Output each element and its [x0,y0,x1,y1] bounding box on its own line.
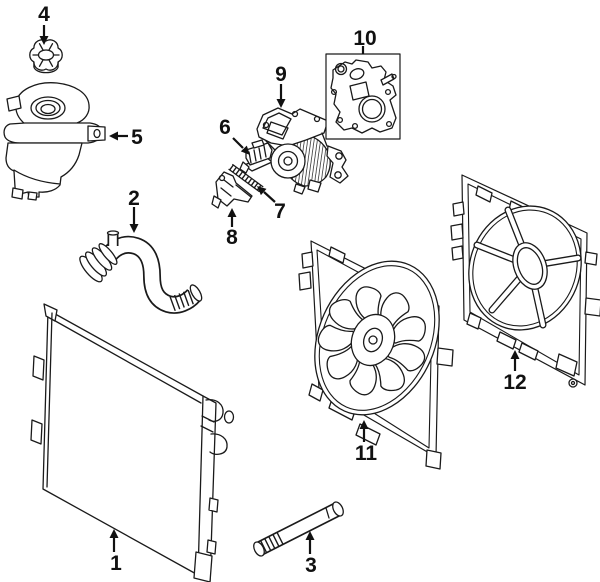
radiator-drawing [30,303,235,582]
callout-4-arrowhead [39,36,49,45]
callout-5-label: 5 [131,126,143,149]
water-pump-drawing [256,107,349,195]
gasket-kit-drawing [325,53,401,140]
callout-7: 7 [257,186,286,223]
callout-3: 3 [305,531,317,577]
callout-1: 1 [109,529,122,575]
callout-8-label: 8 [226,226,238,249]
expansion-tank-cap-drawing [29,39,63,74]
bracket-drawing [211,171,253,209]
callout-9-arrowhead [276,99,286,108]
expansion-tank-drawing [3,82,106,201]
callout-11-arrowhead [359,420,369,429]
callout-4-label: 4 [38,3,50,26]
fan-shroud-drawing [450,174,600,388]
callout-2-label: 2 [128,187,140,210]
mounting-bolt-drawing [228,163,264,193]
callout-8-arrowhead [227,208,237,217]
callout-10-label: 10 [353,27,376,50]
cooling-fan-assembly-drawing [298,240,454,470]
callout-7-label: 7 [274,200,286,223]
callout-11-label: 11 [355,442,378,465]
callout-9-label: 9 [275,63,287,86]
callout-8: 8 [226,208,238,249]
callout-2: 2 [128,187,140,233]
callout-3-arrowhead [305,531,315,540]
callout-9: 9 [275,63,287,108]
thermostat-drawing [239,139,273,174]
callout-3-label: 3 [305,554,317,577]
callout-5-arrowhead [109,131,118,141]
callout-4: 4 [38,3,50,45]
callout-2-arrowhead [129,224,139,233]
callout-10: 10 [353,27,377,54]
callout-7-leader [263,191,276,203]
callout-1-label: 1 [110,552,122,575]
callout-6-label: 6 [219,116,231,139]
callout-6-leader [232,137,244,149]
callout-6-arrowhead [240,145,250,155]
callout-12-label: 12 [503,371,526,394]
callout-12-arrowhead [510,350,520,359]
upper-radiator-hose-drawing [79,230,203,314]
callout-11: 11 [355,420,378,465]
coolant-pipe-drawing [253,501,344,557]
callout-12: 12 [503,350,527,394]
callout-6: 6 [219,116,250,155]
callout-7-arrowhead [257,186,267,196]
callout-5: 5 [109,126,143,149]
callout-1-arrowhead [109,529,119,538]
